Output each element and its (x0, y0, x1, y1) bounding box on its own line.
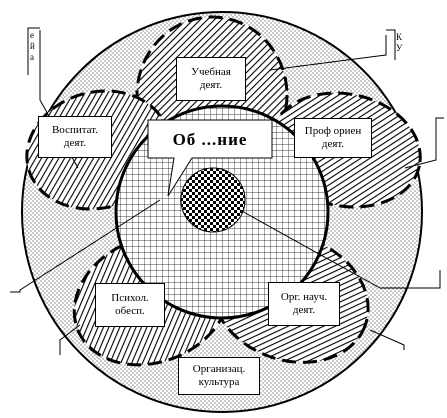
label-org-science: Орг. науч. деят. (268, 282, 340, 326)
edge-fragment-top-right: К У (396, 32, 403, 53)
label-center: Об ...ние (172, 130, 248, 149)
core-circle (180, 167, 246, 233)
label-psychology: Психол. обесп. (95, 283, 165, 327)
edge-fragment-top-left: е й а (30, 30, 35, 62)
label-upbringing: Воспитат. деят. (38, 116, 112, 158)
bracket-top-left (27, 27, 40, 75)
label-professional: Проф ориен деят. (294, 118, 372, 158)
label-study: Учебная деят. (176, 57, 246, 101)
bracket-top-right (386, 29, 396, 60)
center-callout (147, 119, 273, 197)
label-culture: Организац. культура (178, 357, 260, 395)
